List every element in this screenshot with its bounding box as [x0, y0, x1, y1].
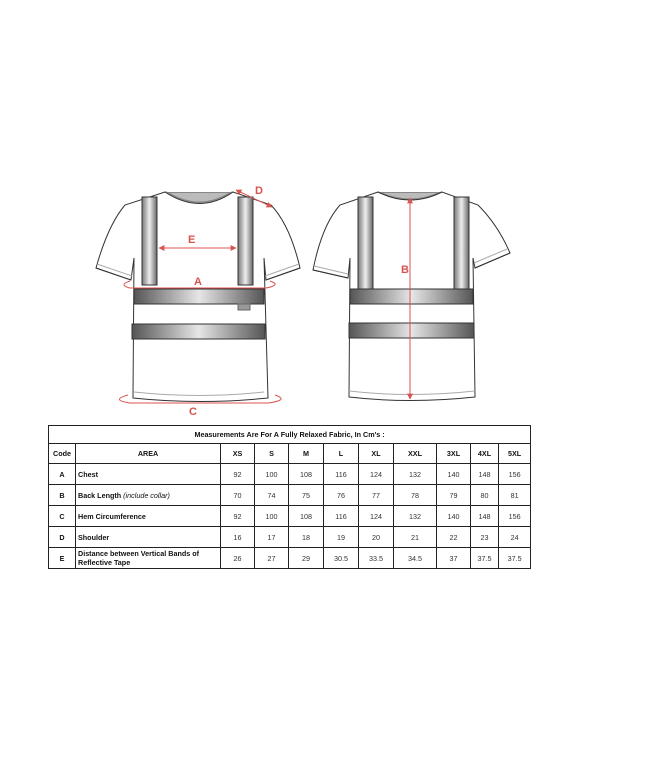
row-code: C: [48, 505, 76, 527]
cell-value: 100: [254, 505, 289, 527]
cell-value: 30.5: [323, 547, 359, 569]
cell-value: 132: [393, 505, 437, 527]
dimension-label-e: E: [188, 234, 196, 246]
dimension-label-b: B: [401, 264, 409, 276]
cell-value: 100: [254, 463, 289, 485]
cell-value: 24: [497, 526, 532, 548]
header-code: Code: [48, 443, 76, 464]
area-label: Back Length: [78, 490, 122, 500]
cell-value: 81: [497, 484, 532, 506]
cell-value: 23: [470, 526, 499, 548]
table-title: Measurements Are For A Fully Relaxed Fab…: [47, 425, 532, 444]
header-size-3xl: 3XL: [436, 443, 471, 464]
header-size-4xl: 4XL: [470, 443, 499, 464]
front-tshirt: [95, 191, 301, 402]
cell-value: 116: [323, 505, 359, 527]
cell-value: 37: [436, 547, 471, 569]
cell-value: 19: [323, 526, 359, 548]
cell-value: 148: [470, 505, 499, 527]
cell-value: 74: [254, 484, 289, 506]
cell-value: 92: [220, 505, 255, 527]
cell-value: 79: [436, 484, 471, 506]
row-code: E: [48, 547, 76, 569]
cell-value: 21: [393, 526, 437, 548]
cell-value: 92: [220, 463, 255, 485]
cell-value: 75: [288, 484, 324, 506]
header-size-l: L: [323, 443, 359, 464]
row-code: A: [48, 463, 76, 485]
dimension-label-d: D: [255, 185, 263, 197]
row-code: B: [48, 484, 76, 506]
cell-value: 148: [470, 463, 499, 485]
cell-value: 17: [254, 526, 289, 548]
table-title-row: Measurements Are For A Fully Relaxed Fab…: [47, 425, 532, 444]
back-tshirt: [312, 191, 511, 401]
header-size-5xl: 5XL: [497, 443, 532, 464]
dimension-label-a: A: [194, 276, 202, 288]
cell-value: 37.5: [470, 547, 499, 569]
area-label: Hem Circumference: [78, 511, 146, 521]
cell-value: 78: [393, 484, 437, 506]
tshirt-illustrations: [95, 189, 511, 404]
cell-value: 108: [288, 505, 324, 527]
cell-value: 116: [323, 463, 359, 485]
cell-value: 140: [436, 505, 471, 527]
table-header-row: Code AREA XS S M L XL XXL 3XL 4XL 5XL: [48, 443, 532, 464]
header-size-xxl: XXL: [393, 443, 437, 464]
table-row-band-distance: E Distance between Vertical Bands of Ref…: [48, 547, 532, 569]
cell-value: 156: [497, 463, 532, 485]
size-measurement-table: Measurements Are For A Fully Relaxed Fab…: [47, 425, 532, 569]
cell-value: 80: [470, 484, 499, 506]
header-size-s: S: [254, 443, 289, 464]
header-size-m: M: [288, 443, 324, 464]
cell-value: 27: [254, 547, 289, 569]
row-area: Distance between Vertical Bands of Refle…: [75, 547, 221, 569]
garment-diagram: E D A C B: [95, 185, 511, 418]
table-row-chest: A Chest 92 100 108 116 124 132 140 148 1…: [48, 463, 532, 485]
cell-value: 18: [288, 526, 324, 548]
area-note: (include collar): [123, 490, 170, 500]
cell-value: 156: [497, 505, 532, 527]
front-dimension-lines: [119, 189, 282, 404]
area-label: Chest: [78, 469, 98, 479]
cell-value: 20: [358, 526, 394, 548]
cell-value: 22: [436, 526, 471, 548]
row-area: Shoulder: [75, 526, 221, 548]
cell-value: 16: [220, 526, 255, 548]
cell-value: 34.5: [393, 547, 437, 569]
header-size-xs: XS: [220, 443, 255, 464]
table-row-back-length: B Back Length (include collar) 70 74 75 …: [48, 484, 532, 506]
table-row-shoulder: D Shoulder 16 17 18 19 20 21 22 23 24: [48, 526, 532, 548]
cell-value: 77: [358, 484, 394, 506]
header-area: AREA: [75, 443, 221, 464]
row-area: Hem Circumference: [75, 505, 221, 527]
cell-value: 29: [288, 547, 324, 569]
area-label: Shoulder: [78, 532, 110, 542]
row-area: Back Length (include collar): [75, 484, 221, 506]
dimension-label-c: C: [189, 406, 197, 418]
cell-value: 124: [358, 463, 394, 485]
row-code: D: [48, 526, 76, 548]
row-area: Chest: [75, 463, 221, 485]
cell-value: 33.5: [358, 547, 394, 569]
cell-value: 124: [358, 505, 394, 527]
cell-value: 26: [220, 547, 255, 569]
cell-value: 132: [393, 463, 437, 485]
cell-value: 76: [323, 484, 359, 506]
area-label: Distance between Vertical Bands of Refle…: [78, 549, 200, 567]
cell-value: 108: [288, 463, 324, 485]
header-size-xl: XL: [358, 443, 394, 464]
cell-value: 70: [220, 484, 255, 506]
cell-value: 140: [436, 463, 471, 485]
cell-value: 37.5: [497, 547, 532, 569]
table-row-hem-circumference: C Hem Circumference 92 100 108 116 124 1…: [48, 505, 532, 527]
